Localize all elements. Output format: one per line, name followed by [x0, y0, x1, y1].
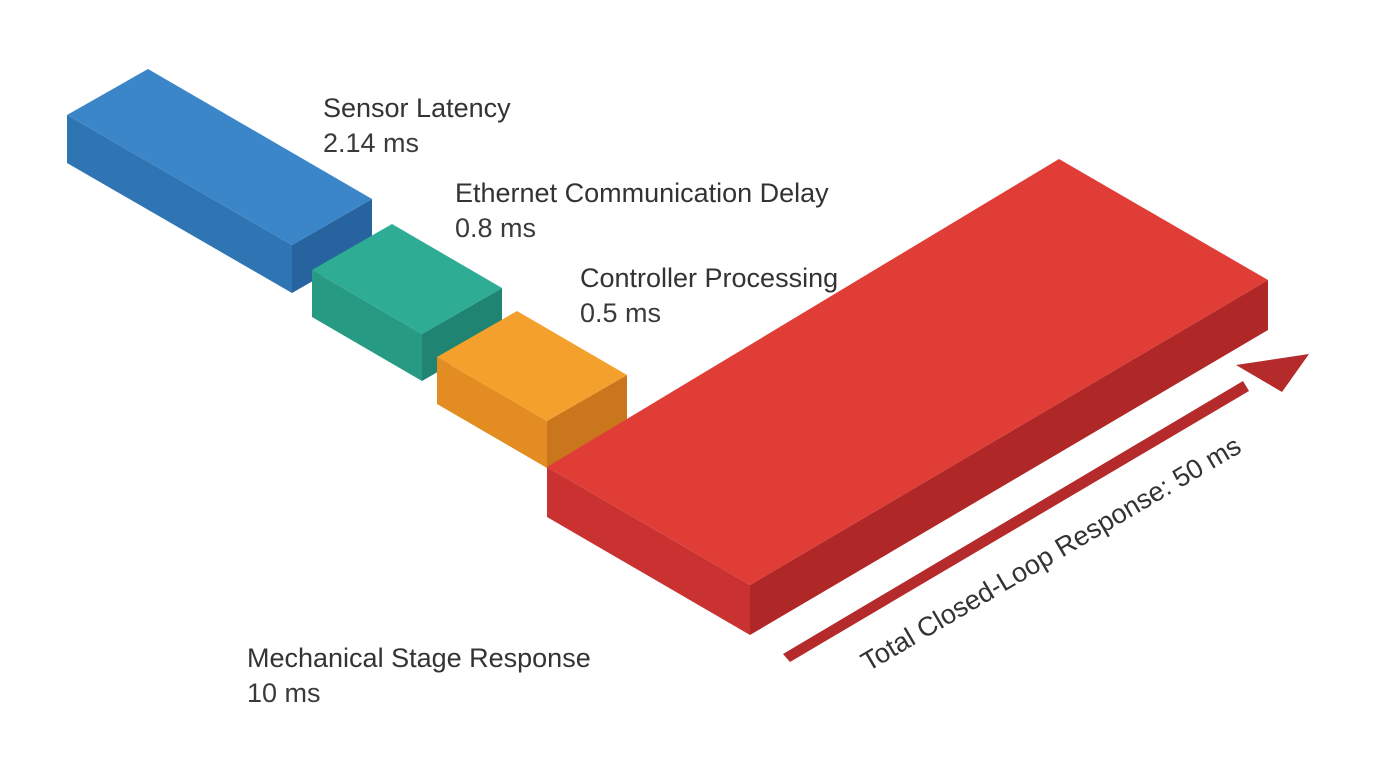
mechanical-value: 10 ms	[247, 677, 321, 708]
mechanical-block-top-face	[547, 159, 1268, 585]
controller-value: 0.5 ms	[580, 297, 662, 328]
mechanical-block-left-face	[547, 467, 750, 635]
sensor-block	[67, 69, 372, 293]
controller-name: Controller Processing	[580, 263, 839, 293]
mechanical-block-right-face	[750, 280, 1268, 635]
ethernet-value: 0.8 ms	[455, 212, 537, 243]
mechanical-block	[547, 159, 1268, 635]
sensor-name: Sensor Latency	[323, 93, 511, 123]
sensor-block-right-face	[292, 199, 372, 293]
controller-block-left-face	[437, 357, 547, 468]
controller-block-top-face	[437, 311, 627, 421]
ethernet-block-left-face	[312, 270, 422, 381]
mechanical-label: Mechanical Stage Response 10 ms	[247, 641, 591, 710]
ethernet-block-top-face	[312, 224, 502, 334]
total-arrow-head	[1236, 354, 1309, 392]
controller-block-right-face	[547, 375, 627, 468]
total-arrow	[783, 354, 1309, 662]
controller-label: Controller Processing 0.5 ms	[580, 261, 838, 330]
total-arrow-shaft	[783, 381, 1249, 662]
sensor-block-left-face	[67, 115, 292, 293]
mechanical-name: Mechanical Stage Response	[247, 643, 591, 673]
sensor-value: 2.14 ms	[323, 127, 420, 158]
ethernet-name: Ethernet Communication Delay	[455, 178, 829, 208]
controller-block	[437, 311, 627, 468]
sensor-block-top-face	[67, 69, 372, 245]
ethernet-label: Ethernet Communication Delay 0.8 ms	[455, 176, 829, 245]
sensor-label: Sensor Latency 2.14 ms	[323, 91, 511, 160]
